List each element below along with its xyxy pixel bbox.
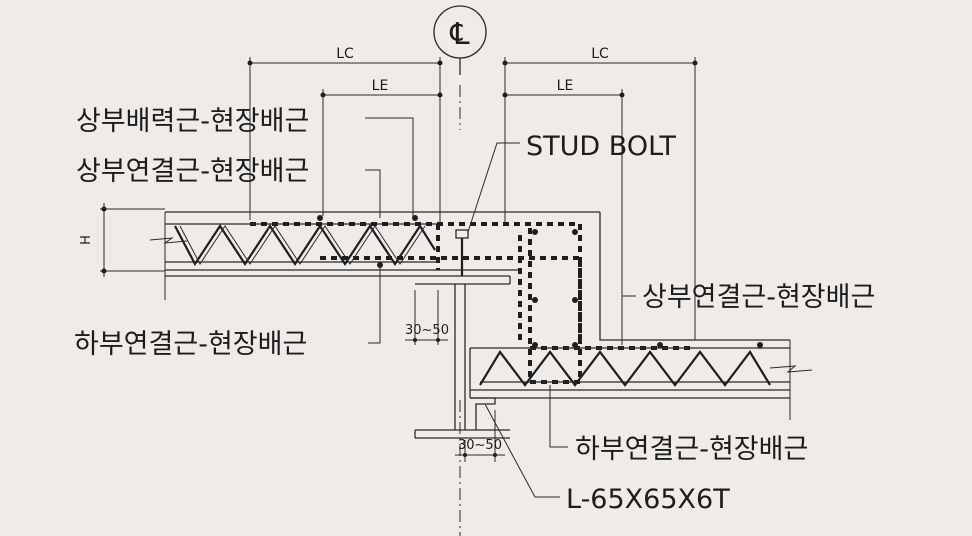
dimension-gap-lower: 30~50 [455,410,505,462]
svg-text:STUD BOLT: STUD BOLT [526,131,676,162]
le-right-label: LE [557,78,574,94]
steel-beam [414,229,511,439]
svg-text:상부연결근-현장배근: 상부연결근-현장배근 [642,282,875,313]
label-angle: L-65X65X6T [484,403,730,515]
label-lower-conn-left: 하부연결근-현장배근 [74,266,381,360]
gap-upper-label: 30~50 [405,323,449,338]
centerline-symbol: ℄ [449,17,469,52]
svg-text:상부배력근-현장배근: 상부배력근-현장배근 [76,106,309,137]
dimension-h: H [79,203,165,277]
dimension-lc-left: LC [247,46,443,225]
svg-text:상부연결근-현장배근: 상부연결근-현장배근 [76,156,309,187]
label-lower-conn-right: 하부연결근-현장배근 [549,385,808,465]
le-left-label: LE [372,78,389,94]
label-upper-conn-right: 상부연결근-현장배근 [621,282,875,344]
label-upper-conn-left: 상부연결근-현장배근 [76,156,381,218]
dimension-gap-upper: 30~50 [405,290,449,345]
gap-lower-label: 30~50 [458,438,502,453]
h-label: H [79,235,94,245]
svg-text:하부연결근-현장배근: 하부연결근-현장배근 [74,329,307,360]
centerline: ℄ [433,5,487,536]
svg-text:하부연결근-현장배근: 하부연결근-현장배근 [575,434,808,465]
dimension-le-left: LE [320,78,443,216]
lc-left-label: LC [336,46,354,62]
label-stud-bolt: STUD BOLT [467,131,676,233]
svg-text:L-65X65X6T: L-65X65X6T [566,484,730,515]
dimension-lc-right: LC [502,46,698,340]
lc-right-label: LC [591,46,609,62]
label-upper-main-left: 상부배력근-현장배근 [76,106,414,216]
right-slab [469,212,813,430]
